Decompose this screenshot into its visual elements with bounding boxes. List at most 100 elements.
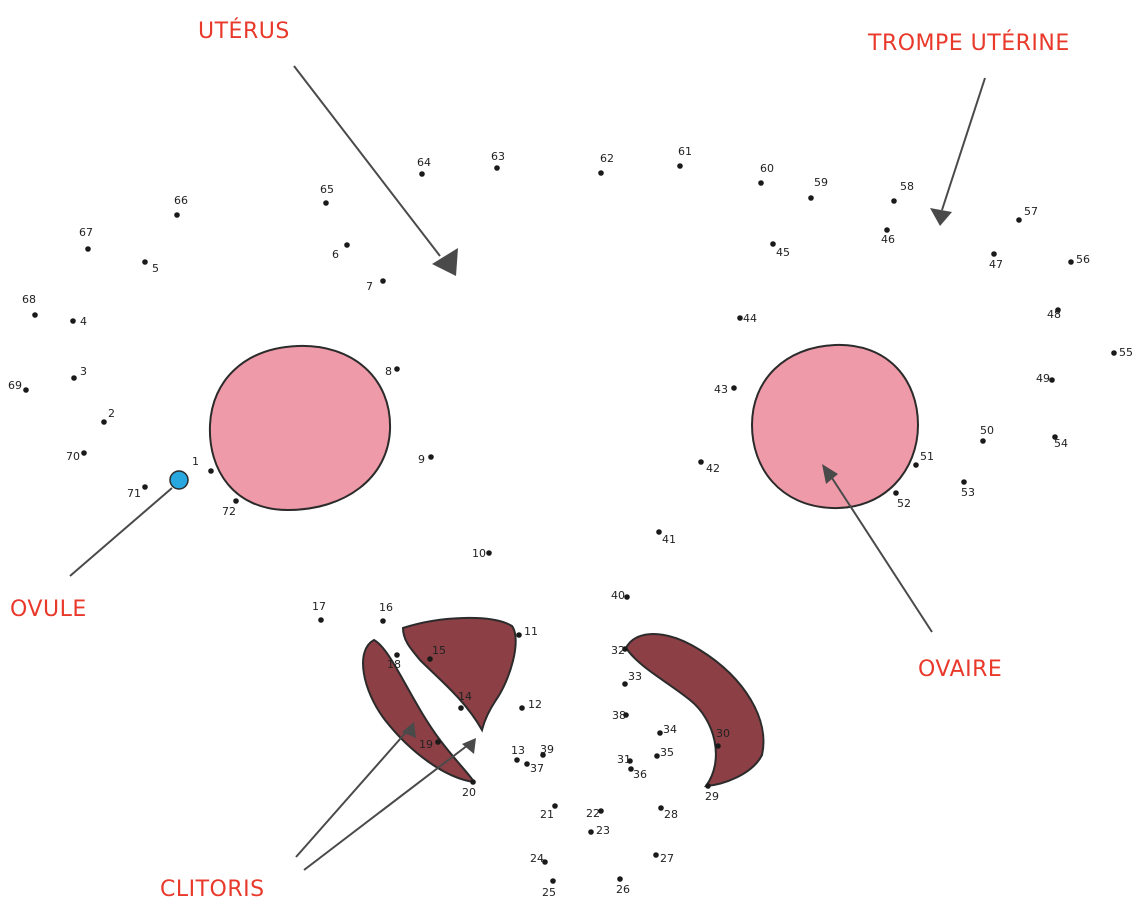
dot-59 [808, 195, 814, 201]
dot-number-6: 6 [332, 248, 339, 261]
label-ovaire: OVAIRE [918, 657, 1002, 682]
dot-52 [893, 490, 899, 496]
dot-1 [208, 468, 214, 474]
dot-number-32: 32 [611, 644, 625, 657]
dot-35 [654, 753, 660, 759]
left-ovary [210, 346, 390, 510]
dot-40 [624, 594, 630, 600]
dot-18 [394, 652, 400, 658]
dot-45 [770, 241, 776, 247]
dot-number-40: 40 [611, 589, 625, 602]
clitoris-right-crus [626, 634, 763, 786]
dot-57 [1016, 217, 1022, 223]
trompe-arrow [930, 78, 985, 226]
dot-number-64: 64 [417, 156, 431, 169]
dot-5 [142, 259, 148, 265]
dot-number-68: 68 [22, 293, 36, 306]
dot-43 [731, 385, 737, 391]
dot-65 [323, 200, 329, 206]
dot-42 [698, 459, 704, 465]
dot-number-14: 14 [458, 690, 472, 703]
dot-number-3: 3 [80, 365, 87, 378]
dot-number-31: 31 [617, 753, 631, 766]
label-ovule: OVULE [10, 597, 87, 622]
dot-58 [891, 198, 897, 204]
dot-9 [428, 454, 434, 460]
dot-number-34: 34 [663, 723, 677, 736]
dot-number-54: 54 [1054, 437, 1068, 450]
dot-2 [101, 419, 107, 425]
dot-7 [380, 278, 386, 284]
dot-number-5: 5 [152, 262, 159, 275]
dot-number-38: 38 [612, 709, 626, 722]
dot-20 [470, 779, 476, 785]
dot-number-60: 60 [760, 162, 774, 175]
dot-12 [519, 705, 525, 711]
dot-number-8: 8 [385, 365, 392, 378]
dot-37 [524, 761, 530, 767]
dot-29 [705, 783, 711, 789]
dot-25 [550, 878, 556, 884]
label-trompe-uterine: TROMPE UTÉRINE [867, 30, 1070, 56]
dot-number-9: 9 [418, 453, 425, 466]
dot-number-59: 59 [814, 176, 828, 189]
dot-number-39: 39 [540, 743, 554, 756]
dot-50 [980, 438, 986, 444]
dot-number-16: 16 [379, 601, 393, 614]
dot-number-58: 58 [900, 180, 914, 193]
dot-number-36: 36 [633, 768, 647, 781]
dot-number-23: 23 [596, 824, 610, 837]
dot-number-49: 49 [1036, 372, 1050, 385]
label-clitoris: CLITORIS [160, 877, 265, 901]
dot-53 [961, 479, 967, 485]
dot-68 [32, 312, 38, 318]
dot-26 [617, 876, 623, 882]
dot-number-46: 46 [881, 233, 895, 246]
dot-number-20: 20 [462, 786, 476, 799]
dot-number-63: 63 [491, 150, 505, 163]
dot-33 [622, 681, 628, 687]
dot-14 [458, 705, 464, 711]
dot-number-24: 24 [530, 852, 544, 865]
dot-number-56: 56 [1076, 253, 1090, 266]
dot-62 [598, 170, 604, 176]
dot-10 [486, 550, 492, 556]
dot-number-15: 15 [432, 644, 446, 657]
dot-number-47: 47 [989, 258, 1003, 271]
dot-55 [1111, 350, 1117, 356]
dot-number-17: 17 [312, 600, 326, 613]
ovum [170, 471, 188, 489]
dot-69 [23, 387, 29, 393]
dot-number-18: 18 [387, 658, 401, 671]
dot-number-52: 52 [897, 497, 911, 510]
dot-8 [394, 366, 400, 372]
dot-number-7: 7 [366, 280, 373, 293]
dot-number-53: 53 [961, 486, 975, 499]
dot-number-25: 25 [542, 886, 556, 899]
dot-6 [344, 242, 350, 248]
dot-4 [70, 318, 76, 324]
dot-number-26: 26 [616, 883, 630, 896]
dot-number-45: 45 [776, 246, 790, 259]
ovule-arrow [70, 488, 172, 576]
dot-number-70: 70 [66, 450, 80, 463]
dot-number-21: 21 [540, 808, 554, 821]
dot-72 [233, 498, 239, 504]
dot-70 [81, 450, 87, 456]
dot-number-33: 33 [628, 670, 642, 683]
dot-3 [71, 375, 77, 381]
uterus-arrow [294, 66, 458, 276]
dot-number-51: 51 [920, 450, 934, 463]
dot-number-35: 35 [660, 746, 674, 759]
dot-number-61: 61 [678, 145, 692, 158]
dot-number-48: 48 [1047, 308, 1061, 321]
dot-49 [1049, 377, 1055, 383]
dot-30 [715, 743, 721, 749]
dot-60 [758, 180, 764, 186]
dot-number-1: 1 [192, 455, 199, 468]
dot-41 [656, 529, 662, 535]
dot-number-30: 30 [716, 727, 730, 740]
dot-number-29: 29 [705, 790, 719, 803]
